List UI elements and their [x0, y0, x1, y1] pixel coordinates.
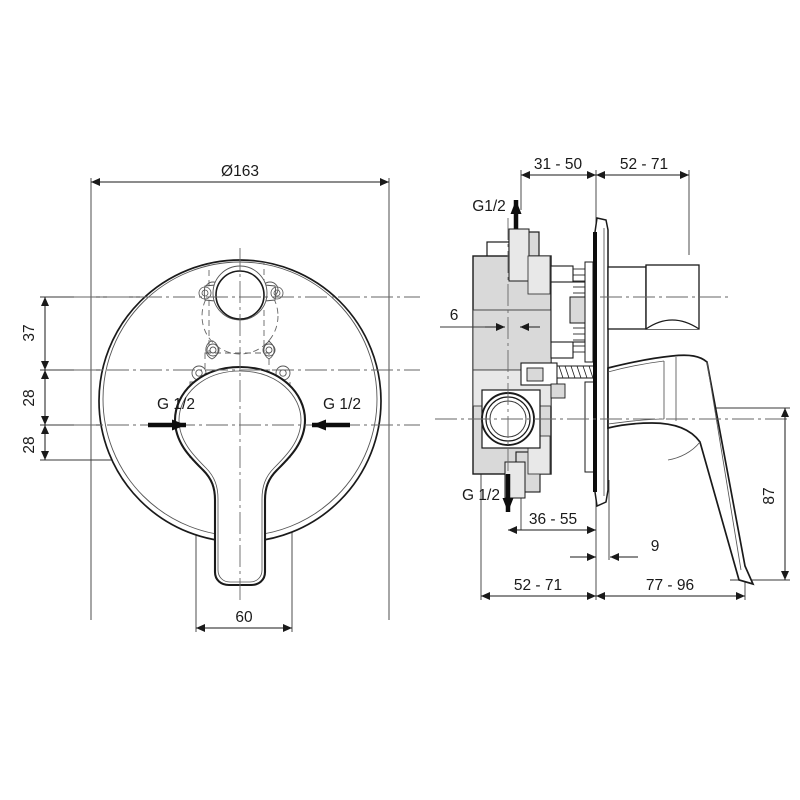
mid-mounting-lugs [205, 340, 276, 360]
side-dim-9: 9 [651, 538, 660, 555]
side-section-view: 31 - 50 52 - 71 G1/2 [435, 156, 790, 600]
escutcheon-plate-side [593, 217, 609, 508]
front-vertical-dimensions: 37 28 28 [21, 297, 49, 460]
side-dim-36-55: 36 - 55 [529, 511, 577, 528]
side-dimension-9: 9 [570, 538, 660, 561]
side-dimension-52-71-bottom: 52 - 71 [481, 577, 596, 600]
lever-handle-side[interactable] [607, 354, 755, 586]
front-diameter-label: Ø163 [221, 163, 259, 180]
side-dim-87: 87 [761, 487, 778, 504]
side-dimension-87: 87 [761, 408, 789, 580]
side-dimension-77-96: 77 - 96 [596, 577, 745, 600]
front-diameter-dimension: Ø163 [91, 163, 389, 186]
side-outlet-bottom-label: G 1/2 [462, 487, 500, 504]
side-top-dimensions: 31 - 50 52 - 71 [521, 156, 689, 179]
front-centerlines [74, 248, 420, 600]
side-outlet-bottom: G 1/2 [462, 474, 514, 512]
front-inlet-left-label: G 1/2 [157, 396, 195, 413]
front-dim-28a: 28 [21, 389, 38, 406]
boss-screw-holes [198, 286, 284, 300]
side-dim-77-96: 77 - 96 [646, 577, 694, 594]
front-inlet-left: G 1/2 [148, 396, 195, 431]
side-dim-52-71-bottom: 52 - 71 [514, 577, 562, 594]
lever-side-outline [607, 354, 755, 586]
front-inlet-right-label: G 1/2 [323, 396, 361, 413]
side-dim-52-71-top: 52 - 71 [620, 156, 668, 173]
front-dim-37: 37 [21, 324, 38, 341]
front-inlet-right: G 1/2 [312, 396, 361, 431]
side-centerlines [435, 218, 790, 500]
side-dim-31-50: 31 - 50 [534, 156, 583, 173]
front-view: Ø163 60 37 28 28 [21, 163, 420, 632]
side-dimension-36-55: 36 - 55 [508, 511, 596, 534]
side-dim-6: 6 [450, 307, 459, 324]
side-outlet-top-label: G1/2 [472, 198, 506, 215]
rough-in-body [472, 228, 596, 499]
cartridge-collar [550, 261, 594, 363]
front-width-dimension: 60 [196, 609, 292, 632]
side-depth-6-dimension: 6 [440, 307, 540, 331]
front-width-label: 60 [235, 609, 253, 626]
fixing-screw [520, 362, 596, 473]
front-dim-28b: 28 [21, 436, 38, 453]
